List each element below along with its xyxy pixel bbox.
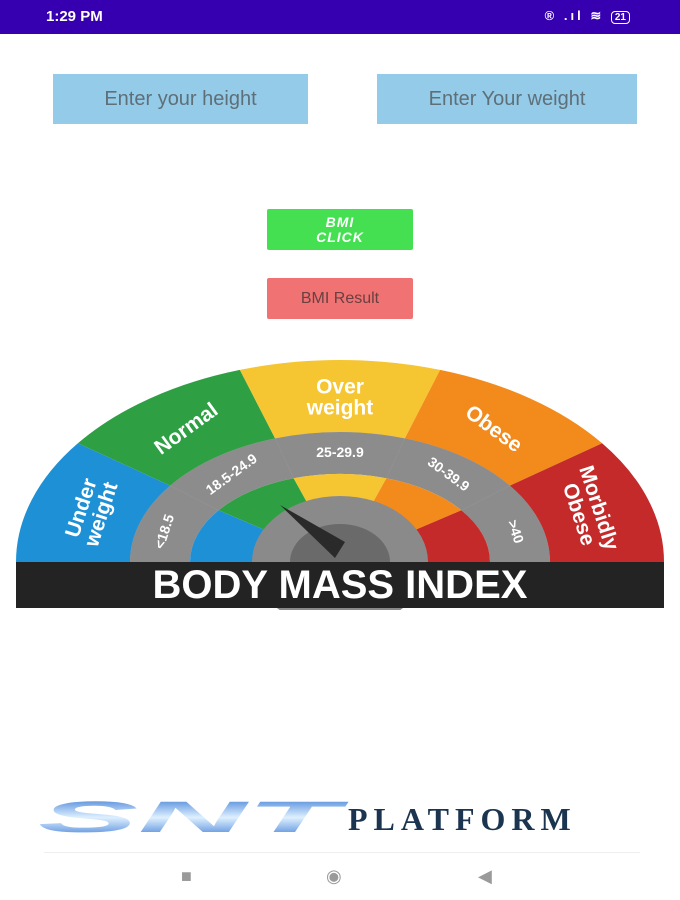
wifi-icon: ≋ [590,8,605,23]
home-button[interactable]: ◉ [326,866,342,886]
bmi-click-button[interactable]: BMI CLICK [267,209,413,250]
gauge-needle-icon [280,505,345,558]
status-icons: ® .ıl ≋ 21 [545,8,630,24]
weight-input[interactable]: Enter Your weight [377,74,637,124]
gauge-segment [16,443,171,562]
gauge-segment [404,369,603,486]
gauge-title: BODY MASS INDEX [153,563,528,607]
gauge-segment [77,369,276,486]
svg-text:SNT: SNT [38,798,349,838]
recents-button[interactable]: ■ [181,866,192,886]
gauge-range-label: >40 [505,518,528,546]
gauge-range-band [170,438,294,511]
gauge-range-band [275,432,405,479]
r-icon: ® [544,8,558,23]
bmi-result-button[interactable]: BMI Result [267,278,413,319]
height-input[interactable]: Enter your height [53,74,308,124]
status-bar: 1:29 PM ® .ıl ≋ 21 [0,0,680,34]
svg-text:PLATFORM: PLATFORM [348,801,577,837]
back-button[interactable]: ◀ [478,866,492,886]
gauge-banner [16,562,664,608]
nav-divider [44,852,640,853]
gauge-range-band [386,438,510,511]
gauge-range-band [130,485,219,562]
gauge-segment [239,360,441,439]
gauge-range-band [461,485,550,562]
status-time: 1:29 PM [46,8,103,25]
signal-icon: .ıl [563,8,584,23]
gauge-segment [509,443,664,562]
snt-platform-logo: SNT PLATFORM [38,798,577,838]
battery-icon: 21 [610,11,630,24]
gauge-range-label: 25-29.9 [316,444,364,460]
